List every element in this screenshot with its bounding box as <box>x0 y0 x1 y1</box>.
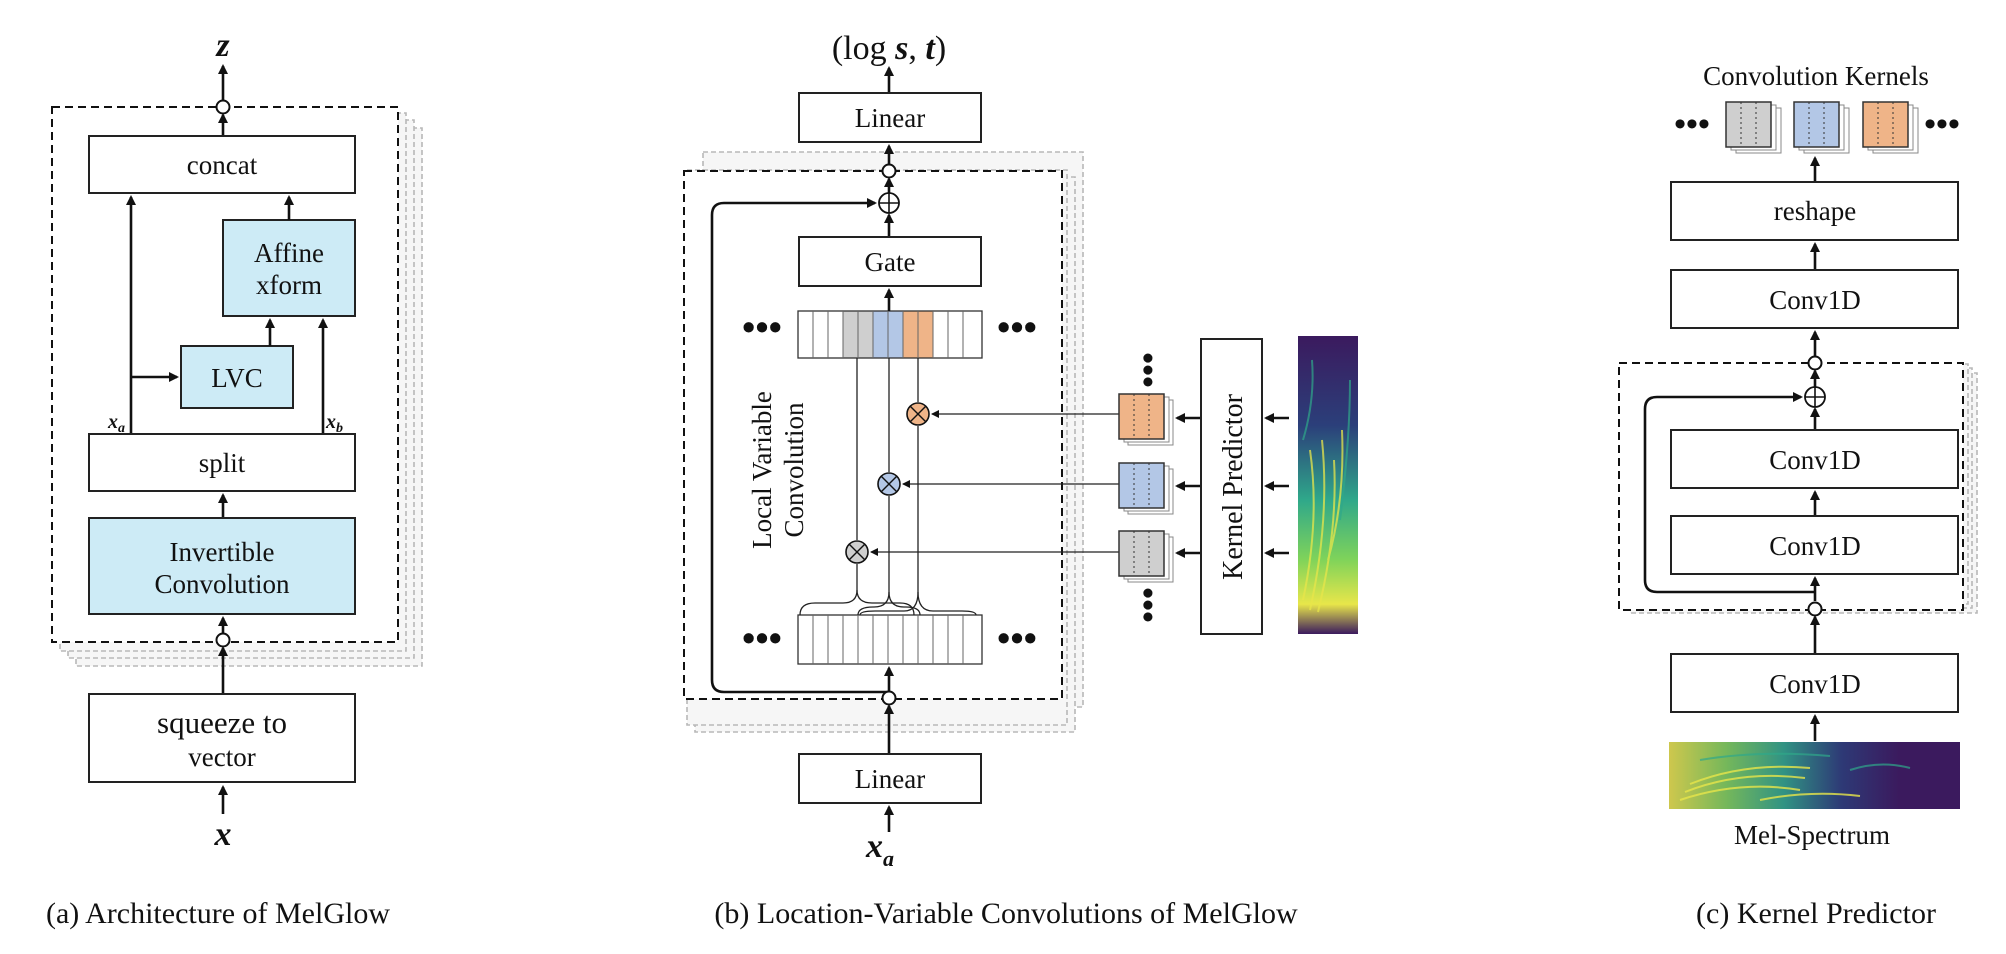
xb-label: xb <box>325 411 343 436</box>
multiply-node-orange <box>906 402 930 426</box>
lvc-label: LVC <box>211 363 263 393</box>
panel-c: Convolution Kernels ••• ••• reshape <box>1618 61 1978 930</box>
top-node <box>881 163 897 179</box>
input-feature-strip <box>797 614 983 665</box>
output-z: z <box>215 27 230 64</box>
linear-bottom-label: Linear <box>855 764 925 794</box>
mel-spectrogram-vertical <box>1298 336 1358 634</box>
conv-paths <box>856 358 919 592</box>
panel-b: (log s, t) Linear Gate <box>683 30 1358 930</box>
kernel-orange <box>1118 393 1174 446</box>
conv1d-label-res2: Conv1D <box>1769 531 1861 561</box>
affine-xform-box <box>222 219 356 317</box>
mel-spectrogram-horizontal <box>1669 742 1960 809</box>
concat-box <box>88 135 356 194</box>
caption-c: (c) Kernel Predictor <box>1696 897 1936 930</box>
gate-box <box>798 236 982 287</box>
kernel-predictor-box <box>1200 338 1263 635</box>
receptive-field-brackets <box>799 589 977 616</box>
input-node <box>215 632 231 648</box>
ellipsis: ••• <box>742 618 782 660</box>
conv1d-box-bottom <box>1670 653 1959 713</box>
output-kernel-orange <box>1862 101 1919 154</box>
input-node <box>881 690 897 706</box>
kernel-gray <box>1118 530 1174 583</box>
conv1d-box-top <box>1670 269 1959 329</box>
conv1d-label-res1: Conv1D <box>1769 445 1861 475</box>
concat-label: concat <box>187 150 258 180</box>
conv1d-box-res2 <box>1670 515 1959 575</box>
invertible-convolution-box <box>88 517 356 615</box>
xa-label: xa <box>107 411 125 436</box>
lvc-vertical-label-line1: Local Variable <box>747 391 777 549</box>
multiply-node-gray <box>845 540 869 564</box>
sum-node <box>878 192 900 214</box>
lvc-box <box>180 345 294 409</box>
kernel-predictor-label: Kernel Predictor <box>1218 393 1249 579</box>
conv1d-box-res1 <box>1670 429 1959 489</box>
conv1d-label-bottom: Conv1D <box>1769 669 1861 699</box>
conv-kernels-label: Convolution Kernels <box>1703 61 1929 91</box>
residual-skip <box>710 198 889 694</box>
output-kernel-blue <box>1793 101 1850 154</box>
ellipsis-vertical: ••• <box>1130 352 1167 388</box>
invconv-label-line1: Invertible <box>170 537 275 567</box>
block-input-node <box>1807 601 1823 617</box>
squeeze-box <box>88 693 356 783</box>
ellipsis: ••• <box>997 307 1037 349</box>
linear-bottom-box <box>798 753 982 804</box>
output-kernel-gray <box>1725 101 1782 154</box>
sum-node <box>1804 386 1826 408</box>
squeeze-label-line2: vector <box>188 742 255 772</box>
caption-b: (b) Location-Variable Convolutions of Me… <box>714 897 1298 930</box>
block-output-node <box>1807 355 1823 371</box>
residual-skip <box>1643 392 1815 594</box>
output-node <box>215 99 231 115</box>
gate-label: Gate <box>865 247 916 277</box>
split-box <box>88 433 356 492</box>
input-xa: xa <box>865 828 894 871</box>
input-x: x <box>214 816 232 853</box>
invconv-label-line2: Convolution <box>154 569 290 599</box>
linear-top-label: Linear <box>855 103 925 133</box>
linear-top-box <box>798 92 982 143</box>
reshape-label: reshape <box>1774 196 1856 226</box>
caption-a: (a) Architecture of MelGlow <box>46 897 390 930</box>
ellipsis-vertical: ••• <box>1130 587 1167 623</box>
kernel-blue <box>1118 462 1174 515</box>
lvc-vertical-label-line2: Convolution <box>779 402 809 538</box>
ellipsis: ••• <box>1924 106 1960 143</box>
reshape-box <box>1670 181 1959 241</box>
affine-label-line1: Affine <box>254 238 324 268</box>
panel-a: z concat Affine xform LVC xa xb split In… <box>46 27 423 930</box>
ellipsis: ••• <box>1674 106 1710 143</box>
ellipsis: ••• <box>742 307 782 349</box>
mel-spectrum-label: Mel-Spectrum <box>1734 820 1890 850</box>
affine-label-line2: xform <box>256 270 322 300</box>
output-log-s-t: (log s, t) <box>832 30 946 67</box>
conv1d-label-top: Conv1D <box>1769 285 1861 315</box>
squeeze-label-line1: squeeze to <box>157 705 287 740</box>
ellipsis: ••• <box>997 618 1037 660</box>
multiply-node-blue <box>877 472 901 496</box>
split-label: split <box>199 448 246 478</box>
